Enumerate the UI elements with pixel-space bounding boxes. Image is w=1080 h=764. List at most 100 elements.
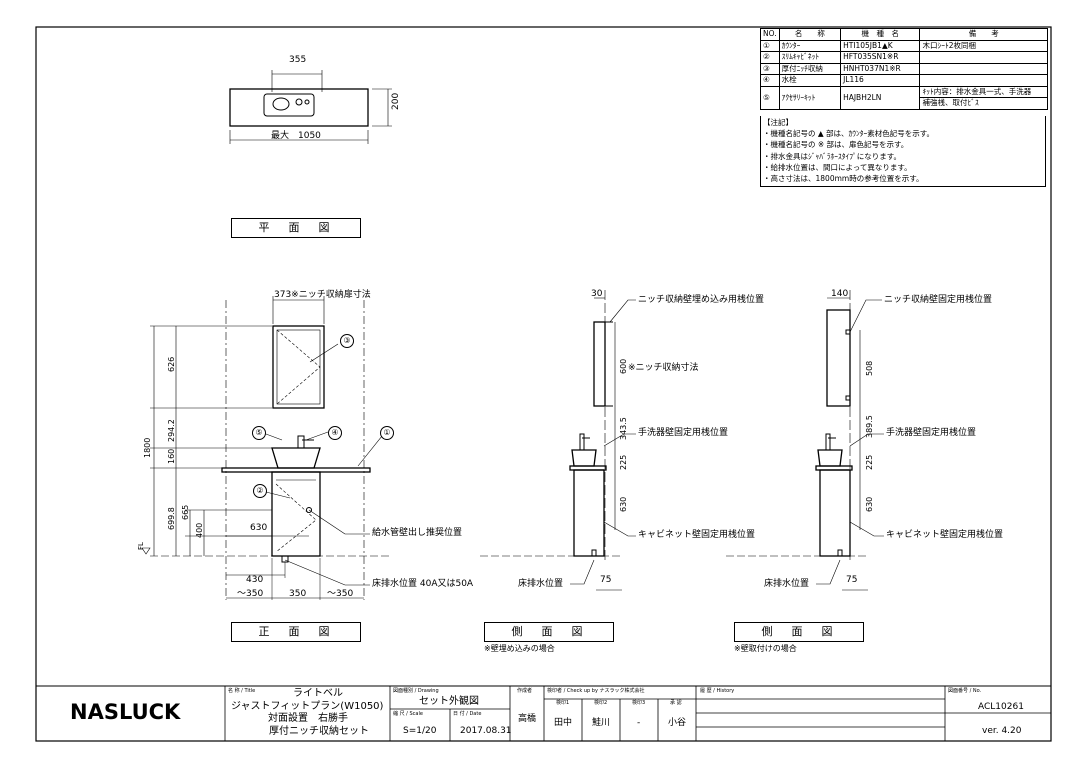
dim-160: 160 bbox=[167, 448, 176, 464]
check-col-1: 検印1 bbox=[556, 700, 570, 706]
dim-630-front: 630 bbox=[250, 523, 268, 533]
drawing-no: ACL10261 bbox=[978, 702, 1024, 712]
part-name: ｱｸｾｻﾘｰｷｯﾄ bbox=[778, 85, 842, 110]
plan-depth-dim: 200 bbox=[391, 92, 401, 110]
part-remark-cont: 補強桟、取付ﾋﾞｽ bbox=[919, 97, 1048, 110]
date-value: 2017.08.31 bbox=[460, 726, 512, 736]
side1-dim-600: 600 bbox=[619, 358, 628, 374]
part-no: ⑤ bbox=[760, 85, 780, 110]
side1-dim-343-5: 343.5 bbox=[619, 417, 628, 440]
dim-626: 626 bbox=[167, 356, 176, 372]
side2-floor-label: 床排水位置 bbox=[764, 579, 810, 589]
table-row: ③ 厚付ﾆｯﾁ収納 HNHT037N1※R bbox=[760, 62, 1048, 75]
approver: 小谷 bbox=[668, 718, 687, 728]
side-view-embedded bbox=[480, 290, 636, 591]
dim-350-left: ～350 bbox=[237, 589, 264, 599]
side2-basin-label: 手洗器壁固定用桟位置 bbox=[886, 428, 977, 438]
part-name: ｶｳﾝﾀｰ bbox=[778, 39, 842, 52]
notes-block: 【注記】 ・機種名記号の ▲ 部は、ｶｳﾝﾀｰ素材色記号を示す。 ・機種名記号の… bbox=[760, 116, 1046, 188]
parts-header-no: NO. bbox=[760, 28, 780, 41]
side1-dim-225: 225 bbox=[619, 454, 628, 470]
drawing-type-label: 図面種別 / Drawing bbox=[393, 688, 439, 694]
dim-1800: 1800 bbox=[143, 437, 152, 458]
side1-floor-label: 床排水位置 bbox=[518, 579, 564, 589]
fl-marker-label: FL bbox=[137, 542, 145, 550]
title-label: 名 称 / Title bbox=[228, 688, 256, 694]
balloon-5: ⑤ bbox=[252, 426, 266, 440]
history-label: 履 歴 / History bbox=[700, 688, 735, 694]
side1-cabinet-label: キャビネット壁固定用桟位置 bbox=[638, 530, 756, 540]
dim-665: 665 bbox=[181, 504, 190, 520]
part-remark bbox=[919, 62, 1048, 75]
side1-title: 側 面 図 bbox=[484, 622, 614, 642]
side2-dim-508: 508 bbox=[865, 360, 874, 376]
part-model: HTI105JB1▲K bbox=[840, 39, 921, 52]
side2-title: 側 面 図 bbox=[734, 622, 864, 642]
side1-dim-30: 30 bbox=[591, 289, 603, 299]
parts-header-row: NO. 名 称 機 種 名 備 考 bbox=[760, 28, 1048, 41]
side2-cabinet-label: キャビネット壁固定用桟位置 bbox=[886, 530, 1004, 540]
note-line: ・機種名記号の ▲ 部は、ｶｳﾝﾀｰ素材色記号を示す。 bbox=[763, 129, 935, 139]
side-view-wall-mounted bbox=[726, 290, 884, 591]
scale-value: S=1/20 bbox=[403, 726, 437, 736]
note-line: ・高さ寸法は、1800mm時の参考位置を示す。 bbox=[763, 174, 924, 184]
note-line: ・排水金具はｼﾞｬﾊﾞﾗﾎｰｽﾀｲﾌﾟになります。 bbox=[763, 151, 901, 161]
part-model: JL116 bbox=[840, 74, 921, 87]
part-remark: ｷｯﾄ内容：排水金具一式、手洗器 bbox=[919, 85, 1048, 98]
parts-header-remark: 備 考 bbox=[919, 28, 1048, 41]
front-view bbox=[141, 296, 390, 600]
balloon-2: ② bbox=[253, 484, 267, 498]
balloon-1: ① bbox=[380, 426, 394, 440]
balloon-4: ④ bbox=[328, 426, 342, 440]
parts-table: NO. 名 称 機 種 名 備 考 ① ｶｳﾝﾀｰ HTI105JB1▲K 木口… bbox=[760, 28, 1048, 110]
notes-title: 【注記】 bbox=[763, 118, 793, 127]
drawing-no-label: 図面番号 / No. bbox=[948, 688, 982, 694]
company-logo: NASLUCK bbox=[70, 700, 181, 724]
check-label: 検印者 / Check up by ナスラック株式会社 bbox=[547, 688, 645, 694]
part-name: 厚付ﾆｯﾁ収納 bbox=[778, 62, 842, 75]
side2-subtitle: ※壁取付けの場合 bbox=[734, 644, 797, 653]
side2-niche-fix-label: ニッチ収納壁固定用桟位置 bbox=[884, 295, 993, 305]
checker-3: - bbox=[637, 718, 641, 728]
side1-dim-75: 75 bbox=[600, 575, 612, 585]
table-row: ① ｶｳﾝﾀｰ HTI105JB1▲K 木口ｼｰﾄ2枚同梱 bbox=[760, 39, 1048, 52]
side2-dim-225: 225 bbox=[865, 454, 874, 470]
side1-dim-630: 630 bbox=[619, 496, 628, 512]
part-no: ③ bbox=[760, 62, 780, 75]
table-row: ② ｽﾘﾑｷｬﾋﾞﾈｯﾄ HFT035SN1※R bbox=[760, 51, 1048, 64]
check-col-2: 検印2 bbox=[594, 700, 608, 706]
scale-label: 縮 尺 / Scale bbox=[393, 711, 423, 717]
part-model: HNHT037N1※R bbox=[840, 62, 921, 75]
dim-430: 430 bbox=[246, 575, 264, 585]
parts-header-model: 機 種 名 bbox=[840, 28, 921, 41]
title-block-lines bbox=[224, 686, 1051, 741]
side2-dim-140: 140 bbox=[831, 289, 849, 299]
plan-width-dim: 355 bbox=[289, 55, 307, 65]
front-view-title: 正 面 図 bbox=[231, 622, 361, 642]
check-col-4: 承 認 bbox=[670, 700, 682, 706]
floor-drain-note: 床排水位置 40A又は50A bbox=[372, 579, 474, 589]
dim-699-8: 699.8 bbox=[167, 507, 176, 530]
dim-350-mid: 350 bbox=[289, 589, 307, 599]
side2-dim-389-5: 389.5 bbox=[865, 415, 874, 438]
checker-2: 鮭川 bbox=[592, 718, 611, 728]
plan-view-title: 平 面 図 bbox=[231, 218, 361, 238]
drawn-by: 高橋 bbox=[518, 714, 537, 724]
part-model: HAJBH2LN bbox=[840, 85, 921, 110]
title-line-3: 対面設置 右勝手 bbox=[268, 713, 348, 724]
side1-niche-dim-label: ※ニッチ収納寸法 bbox=[628, 363, 699, 373]
table-row: ⑤ ｱｸｾｻﾘｰｷｯﾄ HAJBH2LN ｷｯﾄ内容：排水金具一式、手洗器 bbox=[760, 85, 1048, 110]
side1-subtitle: ※壁埋め込みの場合 bbox=[484, 644, 555, 653]
part-name: 水栓 bbox=[778, 74, 842, 87]
drawing-type: セット外観図 bbox=[419, 696, 479, 707]
drawn-by-label: 作成者 bbox=[517, 688, 533, 694]
note-line: ・機種名記号の ※ 部は、扉色記号を示す。 bbox=[763, 140, 909, 150]
part-remark bbox=[919, 51, 1048, 64]
parts-header-name: 名 称 bbox=[778, 28, 842, 41]
note-line: ・給排水位置は、間口によって異なります。 bbox=[763, 162, 912, 172]
part-no: ② bbox=[760, 51, 780, 64]
version: ver. 4.20 bbox=[982, 726, 1022, 736]
side2-dim-630: 630 bbox=[865, 496, 874, 512]
